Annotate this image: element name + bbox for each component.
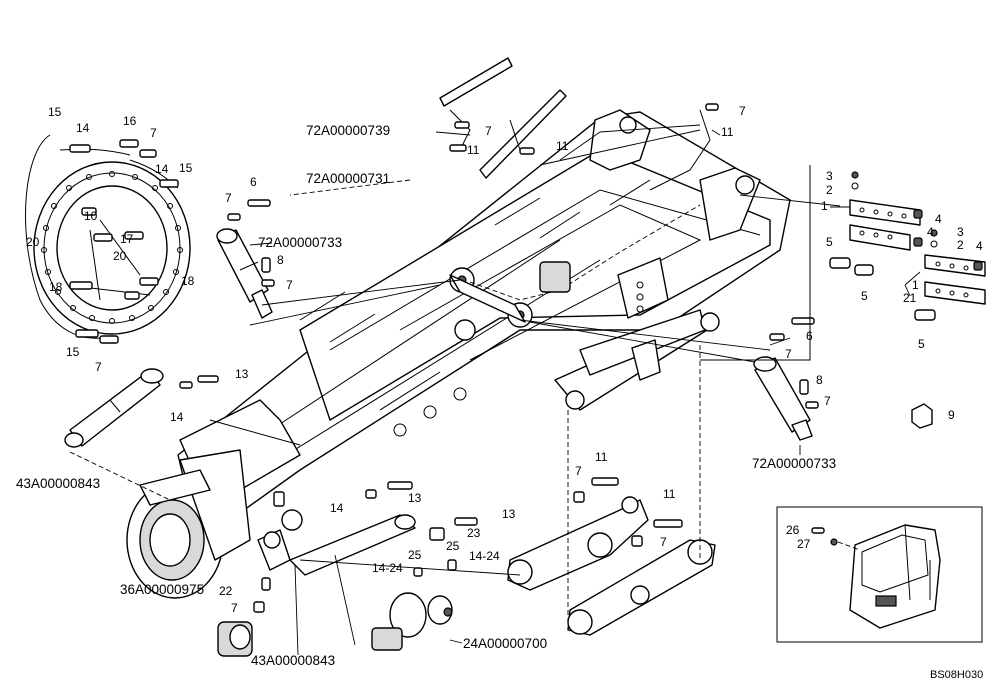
cylinder-left: [216, 199, 275, 319]
callout: 3: [957, 225, 964, 239]
callout: 7: [225, 191, 232, 205]
callout: 14-24: [372, 561, 403, 575]
callout: 7: [824, 394, 831, 408]
callout-numbers: 15 14 16 7 14 15 10 17 20 20 18 18 15 7 …: [26, 104, 983, 615]
bushing-part: [217, 621, 253, 657]
hose-kit-top: [439, 57, 719, 191]
callout: 7: [95, 360, 102, 374]
clip-part: [911, 403, 933, 429]
callout: 16: [123, 114, 137, 128]
callout: 5: [918, 337, 925, 351]
callout: 7: [739, 104, 746, 118]
callout: 7: [150, 126, 157, 140]
callout: 7: [286, 278, 293, 292]
callout: 25: [446, 539, 460, 553]
callout: 13: [502, 507, 516, 521]
callout: 4: [935, 212, 942, 226]
callout: 22: [219, 584, 233, 598]
ref-cylinder-right: 72A00000733: [752, 456, 836, 471]
callout: 9: [948, 408, 955, 422]
callout: 14: [170, 410, 184, 424]
cab-inset: [776, 506, 983, 643]
ref-axle-cylinder-left: 43A00000843: [16, 476, 100, 491]
slewing-ring-bolt-holes: [41, 171, 183, 324]
assembly-labels: 72A00000739 72A00000731 72A00000733 72A0…: [16, 123, 983, 681]
callout: 27: [797, 537, 811, 551]
callout: 7: [231, 601, 238, 615]
cylinder-axle-left: [64, 368, 219, 448]
callout: 18: [181, 274, 195, 288]
drawing-code: BS08H030: [930, 669, 983, 681]
callout: 2: [957, 238, 964, 252]
callout: 17: [120, 232, 134, 246]
callout: 11: [467, 143, 480, 157]
callout: 5: [826, 235, 833, 249]
callout: 15: [66, 345, 80, 359]
callout: 15: [179, 161, 193, 175]
callout: 6: [806, 329, 813, 343]
slewing-ring-detail: [25, 134, 191, 344]
callout: 20: [26, 235, 40, 249]
callout: 2: [826, 183, 833, 197]
callout: 1: [912, 278, 919, 292]
callout: 11: [595, 450, 608, 464]
front-axle-housing: [126, 449, 251, 599]
callout: 13: [408, 491, 422, 505]
callout: 14: [76, 121, 90, 135]
callout: 25: [408, 548, 422, 562]
manifold-ports: [859, 207, 969, 298]
fitting-hose-end: [69, 139, 179, 344]
callout: 5: [861, 289, 868, 303]
callout: 1: [821, 199, 828, 213]
callout: 7: [575, 464, 582, 478]
callout: 10: [84, 209, 98, 223]
callout: 4: [927, 225, 934, 239]
leader-lines: [69, 124, 921, 656]
callout: 6: [250, 175, 257, 189]
callout: 18: [49, 280, 63, 294]
callout: 14: [155, 162, 169, 176]
callout: 23: [467, 526, 481, 540]
ref-swivel-joint: 24A00000700: [463, 636, 547, 651]
manifold-blocks: [700, 165, 986, 361]
callout: 21: [903, 291, 917, 305]
ref-cylinder-left: 72A00000733: [258, 235, 342, 250]
ref-hose-kit-left: 72A00000731: [306, 171, 390, 186]
callout: 14-24: [469, 549, 500, 563]
callout: 26: [786, 523, 800, 537]
callout: 3: [826, 169, 833, 183]
swing-arm-right: [567, 539, 716, 636]
callout: 8: [816, 373, 823, 387]
callout: 15: [48, 105, 62, 119]
ref-slewing-ring: 36A00000975: [120, 582, 204, 597]
swivel-joint: [371, 592, 453, 651]
ref-hose-kit-top: 72A00000739: [306, 123, 390, 138]
swing-arm-left: [507, 496, 649, 591]
callout: 20: [113, 249, 127, 263]
ref-axle-cylinder-bottom: 43A00000843: [251, 653, 335, 668]
callout: 11: [721, 125, 734, 139]
callout: 4: [976, 239, 983, 253]
callout: 7: [785, 347, 792, 361]
callout: 14: [330, 501, 344, 515]
lower-link-arm: [257, 514, 416, 576]
callout: 11: [663, 487, 676, 501]
callout: 13: [235, 367, 249, 381]
small-fittings: [253, 477, 683, 613]
callout: 7: [485, 124, 492, 138]
cylinder-right: [753, 317, 819, 441]
callout: 8: [277, 253, 284, 267]
callout: 11: [556, 139, 569, 153]
callout: 7: [660, 535, 667, 549]
